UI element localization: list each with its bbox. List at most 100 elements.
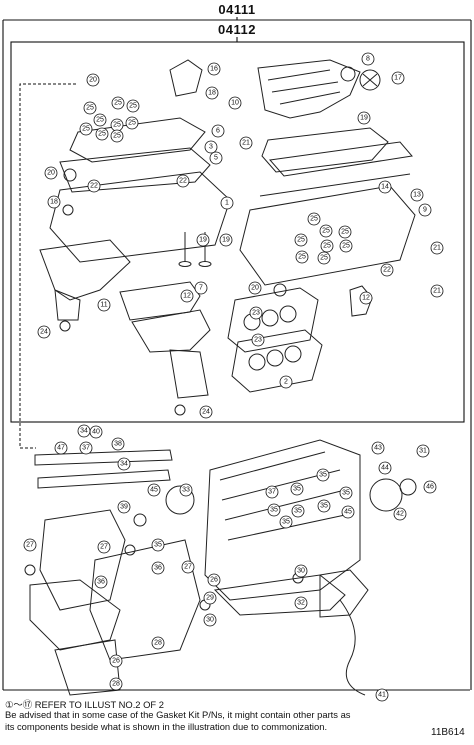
callout-number: 33 — [182, 487, 190, 494]
callout-number: 20 — [47, 170, 55, 177]
callout-bubble: 6 — [211, 124, 225, 138]
callout-bubble: 25 — [125, 116, 139, 130]
callout-bubble: 10 — [228, 96, 242, 110]
callout-number: 25 — [114, 100, 122, 107]
callout-bubble: 18 — [47, 195, 61, 209]
callout-number: 27 — [26, 542, 34, 549]
callout-bubble: 38 — [111, 437, 125, 451]
callout-bubble: 25 — [95, 127, 109, 141]
callout-bubble: 44 — [378, 461, 392, 475]
callout-bubble: 23 — [249, 306, 263, 320]
callout-bubble: 25 — [93, 113, 107, 127]
callout-number: 28 — [154, 640, 162, 647]
callout-bubble: 31 — [416, 444, 430, 458]
callout-bubble: 12 — [180, 289, 194, 303]
callout-number: 21 — [433, 288, 441, 295]
callout-number: 31 — [419, 448, 427, 455]
callout-bubble: 46 — [423, 480, 437, 494]
callout-bubble: 40 — [89, 425, 103, 439]
callout-number: 25 — [129, 103, 137, 110]
callout-number: 27 — [100, 544, 108, 551]
callout-number: 1 — [225, 200, 229, 207]
callout-number: 47 — [57, 445, 65, 452]
callout-bubble: 25 — [83, 101, 97, 115]
dashed-leader — [19, 83, 76, 449]
callout-number: 25 — [113, 133, 121, 140]
callout-bubble: 30 — [294, 564, 308, 578]
callout-number: 46 — [426, 484, 434, 491]
callout-number: 12 — [183, 293, 191, 300]
callout-bubble: 36 — [94, 575, 108, 589]
callout-bubble: 21 — [430, 241, 444, 255]
callout-number: 21 — [242, 140, 250, 147]
callout-bubble: 25 — [294, 233, 308, 247]
callout-bubble: 24 — [37, 325, 51, 339]
callout-bubble: 25 — [319, 224, 333, 238]
callout-number: 17 — [394, 75, 402, 82]
callout-bubble: 41 — [375, 688, 389, 702]
illustration-range-note: ①～⑰ REFER TO ILLUST NO.2 OF 2 — [5, 699, 164, 710]
callout-number: 13 — [413, 192, 421, 199]
callout-number: 44 — [381, 465, 389, 472]
callout-number: 35 — [270, 507, 278, 514]
callout-number: 41 — [378, 692, 386, 699]
callout-bubble: 22 — [87, 179, 101, 193]
callout-bubble: 25 — [126, 99, 140, 113]
callout-bubble: 25 — [317, 251, 331, 265]
callout-bubble: 17 — [391, 71, 405, 85]
callout-number: 24 — [202, 409, 210, 416]
callout-number: 29 — [206, 595, 214, 602]
callout-bubble: 29 — [203, 591, 217, 605]
callout-bubble: 22 — [176, 174, 190, 188]
callout-bubble: 16 — [207, 62, 221, 76]
callout-number: 30 — [297, 568, 305, 575]
callout-number: 37 — [82, 445, 90, 452]
callout-number: 35 — [293, 486, 301, 493]
callout-number: 5 — [214, 155, 218, 162]
callout-bubble: 42 — [393, 507, 407, 521]
callout-number: 23 — [254, 337, 262, 344]
callout-number: 7 — [199, 285, 203, 292]
callout-number: 14 — [381, 184, 389, 191]
callout-number: 27 — [184, 564, 192, 571]
callout-bubble: 25 — [338, 225, 352, 239]
callout-number: 25 — [298, 254, 306, 261]
callout-number: 26 — [210, 577, 218, 584]
callout-bubble: 35 — [267, 503, 281, 517]
callout-number: 36 — [154, 565, 162, 572]
callout-number: 35 — [319, 472, 327, 479]
callout-number: 25 — [113, 122, 121, 129]
callout-number: 16 — [210, 66, 218, 73]
callout-bubble: 7 — [194, 281, 208, 295]
callout-bubble: 26 — [109, 654, 123, 668]
callout-number: 18 — [50, 199, 58, 206]
callout-number: 35 — [320, 503, 328, 510]
callout-bubble: 36 — [151, 561, 165, 575]
callout-bubble: 19 — [219, 233, 233, 247]
callout-number: 35 — [294, 508, 302, 515]
callout-number: 40 — [92, 429, 100, 436]
callout-number: 25 — [310, 216, 318, 223]
callout-bubble: 13 — [410, 188, 424, 202]
callout-bubble: 25 — [295, 250, 309, 264]
callout-number: 32 — [297, 600, 305, 607]
callout-bubble: 8 — [361, 52, 375, 66]
callout-bubble: 37 — [265, 485, 279, 499]
callout-number: 25 — [341, 229, 349, 236]
kit-part-number: 04111 — [218, 2, 256, 17]
callout-bubble: 24 — [199, 405, 213, 419]
callout-bubble: 43 — [371, 441, 385, 455]
callout-bubble: 26 — [207, 573, 221, 587]
callout-number: 12 — [362, 295, 370, 302]
callout-number: 35 — [154, 542, 162, 549]
callout-bubble: 21 — [239, 136, 253, 150]
callout-number: 36 — [97, 579, 105, 586]
callout-number: 9 — [423, 207, 427, 214]
callout-bubble: 32 — [294, 596, 308, 610]
callout-number: 25 — [322, 228, 330, 235]
callout-number: 20 — [89, 77, 97, 84]
callout-bubble: 35 — [316, 468, 330, 482]
callout-number: 25 — [320, 255, 328, 262]
callout-bubble: 25 — [111, 96, 125, 110]
callout-number: 45 — [150, 487, 158, 494]
